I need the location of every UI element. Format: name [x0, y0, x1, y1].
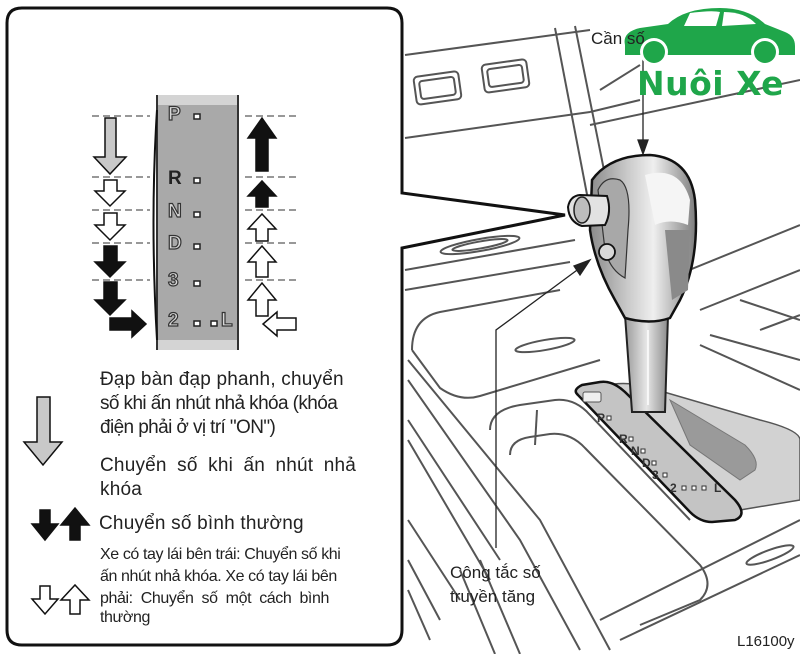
svg-text:P: P	[597, 411, 605, 425]
legend-item-3-text: Chuyển số bình thường	[99, 512, 389, 536]
legend-item-2-line-1: Chuyển số khi ấn nhút nhả	[100, 455, 357, 476]
left-shift-arrows	[92, 117, 148, 339]
position-label-l: L	[220, 309, 233, 331]
legend-item-1-text: Đạp bàn đạp phanh, chuyển số khi ấn nhút…	[100, 368, 390, 440]
position-label-p: P	[167, 103, 181, 125]
svg-text:L: L	[714, 481, 721, 495]
position-label-r: R	[168, 168, 182, 189]
callout-overdrive-switch-line-2: truyền tăng	[450, 587, 536, 606]
legend-item-3-line-1: Chuyển số bình thường	[99, 513, 304, 534]
svg-text:D: D	[642, 456, 651, 470]
legend-item-2-line-2: khóa	[100, 479, 143, 500]
shift-position-strip	[152, 95, 239, 350]
legend-item-4-line-3: phải: Chuyển số một cách bình	[100, 590, 329, 607]
brand-watermark-text: Nuôi Xe	[637, 64, 785, 103]
brand-car-logo	[624, 8, 795, 66]
svg-text:2: 2	[670, 481, 677, 495]
legend-item-1-line-1: Đạp bàn đạp phanh, chuyển	[100, 369, 344, 390]
legend-item-4-line-1: Xe có tay lái bên trái: Chuyển số khi	[100, 546, 341, 563]
legend-icons	[22, 396, 91, 616]
legend-item-4-line-4: thường	[100, 609, 150, 626]
svg-text:N: N	[631, 444, 640, 458]
figure-code: L16100y	[737, 633, 795, 650]
position-label-2: 2	[167, 309, 179, 331]
callout-shift-lever: Cần số	[591, 29, 645, 48]
position-label-d: D	[167, 232, 182, 254]
position-guide-lines	[92, 115, 300, 281]
position-indicators	[193, 113, 218, 327]
right-shift-arrows	[246, 116, 297, 338]
leader-lines	[495, 48, 649, 548]
position-label-n: N	[167, 200, 182, 222]
shift-lever-shaft	[623, 314, 670, 413]
shift-knob	[566, 153, 698, 323]
legend-item-1-line-2: số khi ấn nhút nhả khóa (khóa	[100, 393, 338, 414]
svg-text:3: 3	[652, 468, 659, 482]
position-label-3: 3	[167, 269, 179, 291]
console-line-art	[404, 25, 800, 654]
svg-text:R: R	[619, 432, 628, 446]
shift-gate: P R N D 3 2 L	[574, 380, 800, 524]
legend-item-2-text: Chuyển số khi ấn nhút nhả khóa	[100, 454, 390, 502]
legend-item-1-line-3: điện phải ở vị trí "ON")	[100, 417, 276, 438]
callout-overdrive-switch-line-1: Công tắc số	[450, 563, 541, 582]
legend-item-4-text: Xe có tay lái bên trái: Chuyển số khi ấn…	[100, 544, 395, 629]
legend-item-4-line-2: ấn nhút nhả khóa. Xe có tay lái bên	[100, 568, 337, 585]
